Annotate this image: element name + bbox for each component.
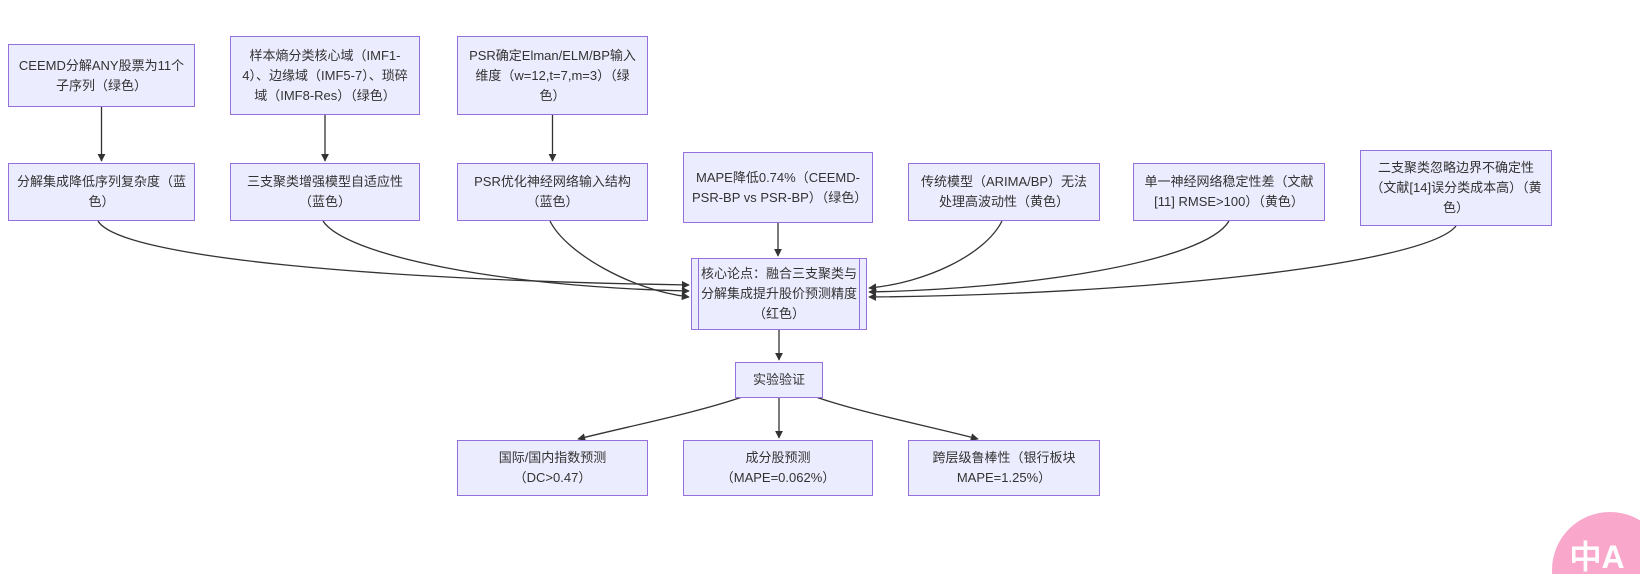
node-label: 跨层级鲁棒性（银行板块 MAPE=1.25%）: [932, 450, 1076, 485]
node-label: PSR优化神经网络输入结构（蓝色）: [474, 174, 631, 209]
node-stock-forecast: 成分股预测（MAPE=0.062%）: [683, 440, 873, 496]
node-label: 传统模型（ARIMA/BP）无法处理高波动性（黄色）: [920, 174, 1088, 209]
node-psr-dimension: PSR确定Elman/ELM/BP输入维度（w=12,t=7,m=3）（绿色）: [457, 36, 648, 115]
node-label: 单一神经网络稳定性差（文献[11] RMSE>100）（黄色）: [1144, 174, 1314, 209]
node-robustness: 跨层级鲁棒性（银行板块 MAPE=1.25%）: [908, 440, 1100, 496]
node-label: 核心论点：融合三支聚类与分解集成提升股价预测精度（红色）: [700, 266, 857, 321]
edge-twoway-to-core: [868, 225, 1457, 301]
node-label: 三支聚类增强模型自适应性（蓝色）: [246, 174, 403, 209]
node-label: MAPE降低0.74%（CEEMD-PSR-BP vs PSR-BP）（绿色）: [692, 169, 868, 205]
node-experiment-validation: 实验验证: [735, 362, 823, 398]
edge-complexity-to-core: [97, 220, 690, 289]
node-label: 分解集成降低序列复杂度（蓝色）: [17, 174, 187, 209]
node-label: 二支聚类忽略边界不确定性（文献[14]误分类成本高）（黄色）: [1370, 160, 1542, 215]
edge-psrstruct-to-core: [549, 220, 690, 301]
node-index-forecast: 国际/国内指数预测（DC>0.47）: [457, 440, 648, 496]
edge-single-to-core: [868, 220, 1230, 296]
brand-watermark-badge[interactable]: 中A: [1552, 512, 1640, 574]
node-label: 实验验证: [752, 372, 805, 387]
node-core-thesis: 核心论点：融合三支聚类与分解集成提升股价预测精度（红色）: [691, 258, 867, 330]
node-ceemd-decompose: CEEMD分解ANY股票为11个子序列（绿色）: [8, 44, 195, 107]
node-label: 国际/国内指数预测（DC>0.47）: [498, 450, 607, 485]
node-mape-improve: MAPE降低0.74%（CEEMD-PSR-BP vs PSR-BP）（绿色）: [683, 152, 873, 223]
node-label: 样本熵分类核心域（IMF1-4）、边缘域（IMF5-7）、琐碎域（IMF8-Re…: [242, 47, 408, 103]
edge-traditional-to-core: [868, 220, 1003, 292]
edge-threeway-to-core: [322, 220, 690, 295]
node-sample-entropy: 样本熵分类核心域（IMF1-4）、边缘域（IMF5-7）、琐碎域（IMF8-Re…: [230, 36, 420, 115]
node-decompose-complexity: 分解集成降低序列复杂度（蓝色）: [8, 163, 195, 221]
node-three-way-adaptive: 三支聚类增强模型自适应性（蓝色）: [230, 163, 420, 221]
edge-experiment-to-robust: [812, 395, 979, 442]
watermark-label: 中A: [1569, 539, 1625, 574]
node-traditional-limit: 传统模型（ARIMA/BP）无法处理高波动性（黄色）: [908, 163, 1100, 221]
node-label: CEEMD分解ANY股票为11个子序列（绿色）: [18, 57, 185, 93]
node-label: 成分股预测（MAPE=0.062%）: [720, 450, 836, 485]
node-single-nn-unstable: 单一神经网络稳定性差（文献[11] RMSE>100）（黄色）: [1133, 163, 1325, 221]
edge-experiment-to-index: [577, 395, 746, 442]
node-psr-structure: PSR优化神经网络输入结构（蓝色）: [457, 163, 648, 221]
node-label: PSR确定Elman/ELM/BP输入维度（w=12,t=7,m=3）（绿色）: [469, 47, 636, 103]
node-two-way-limit: 二支聚类忽略边界不确定性（文献[14]误分类成本高）（黄色）: [1360, 150, 1552, 226]
